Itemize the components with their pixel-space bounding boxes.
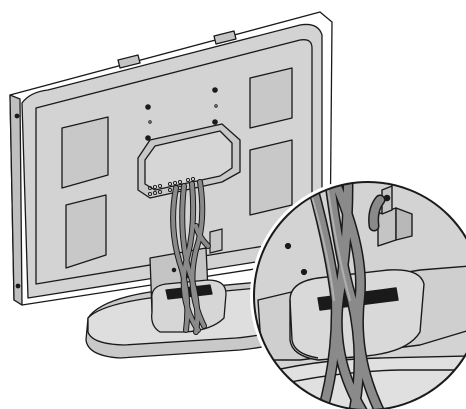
tv-rear-panel: [9, 11, 333, 306]
cable-clip-bracket: [209, 228, 223, 254]
cable-bundle: [170, 179, 211, 335]
wall-mount-screw-holes: [145, 87, 218, 141]
frame-screws: [14, 113, 21, 289]
input-terminals: [147, 176, 196, 197]
magnified-detail-circle: [250, 178, 466, 409]
